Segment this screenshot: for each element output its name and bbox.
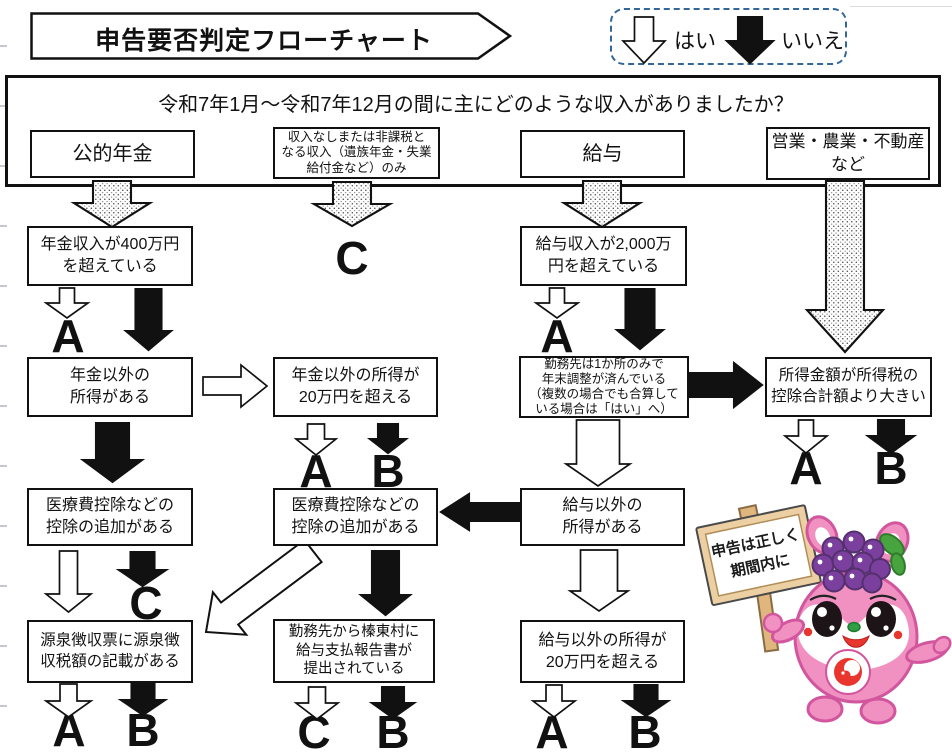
gridline [0, 525, 7, 527]
gridline [0, 705, 7, 707]
no-arrow [439, 492, 521, 532]
eyebrow-right [869, 594, 897, 601]
foot-right [859, 697, 897, 725]
node-income-over-deduction: 所得金額が所得税の 控除合計額より大きい [765, 357, 932, 417]
outcome-a: A [789, 442, 823, 494]
no-arrow [123, 287, 174, 352]
category-pension: 公的年金 [30, 130, 195, 178]
yes-arrow [567, 549, 631, 613]
gridline [0, 45, 7, 47]
outcome-a: A [535, 706, 569, 754]
node-salary-over-2000: 給与収入が2,000万 円を超えている [520, 226, 687, 286]
grapes [811, 530, 891, 594]
category-no-income: 収入なしまたは非課税と なる収入（遺族年金・失業 給付金など）のみ [273, 127, 440, 179]
outcome-a: A [299, 445, 333, 497]
node-pension-other-over-20: 年金以外の所得が 20万円を超える [273, 357, 438, 417]
gridline [0, 105, 7, 107]
outcome-b: B [376, 706, 410, 754]
no-arrow [688, 360, 764, 410]
mascot-eyes [812, 601, 896, 637]
page-title-banner: 申告要否判定フローチャート [30, 12, 513, 60]
no-arrow [79, 421, 146, 484]
node-one-workplace: 勤務先は1か所のみで 年末調整が済んでいる （複数の場合でも合算して いる場合は… [519, 356, 689, 418]
grape-leaves [879, 533, 906, 576]
mascot-mouth [842, 634, 870, 648]
no-arrow [358, 549, 413, 617]
node-payment-report: 勤務先から榛東村に 給与支払報告書が 提出されている [273, 619, 435, 683]
foot-left [806, 695, 844, 723]
eyebrow-left [809, 594, 837, 601]
mascot-nose [847, 621, 861, 633]
cheek-left [803, 627, 813, 637]
outcome-b: B [874, 442, 908, 494]
outcome-a: A [51, 310, 85, 362]
gridline [0, 345, 7, 347]
mascot-emblem [825, 649, 871, 695]
legend-no-label: いいえ [781, 30, 844, 53]
cheek-right [893, 630, 903, 640]
category-arrow [70, 179, 154, 229]
outcome-b: B [371, 445, 405, 497]
arm-left [770, 618, 806, 644]
node-salary-other-over-20: 給与以外の所得が 20万円を超える [520, 620, 685, 683]
hand-left [762, 612, 784, 634]
gridline [850, 6, 952, 7]
node-medical-deduction-salary: 医療費控除などの 控除の追加がある [273, 488, 438, 546]
category-business: 営業・農業・不動産 など [766, 127, 930, 180]
gridline [0, 585, 7, 587]
gridline [0, 165, 7, 167]
mascot-sign: 申告は正しく 期間内に [695, 504, 822, 606]
yes-arrow [43, 550, 94, 614]
gridline [0, 405, 7, 407]
outcome-b: B [628, 706, 662, 754]
hand-right [932, 635, 952, 655]
category-arrow [804, 179, 886, 354]
category-arrow [560, 179, 644, 229]
node-withholding-slip: 源泉徴収票に源泉徴 収税額の記載がある [27, 620, 193, 683]
outcome-c: C [129, 577, 163, 629]
gridline [0, 465, 7, 467]
legend-yes-label: はい [674, 30, 716, 53]
question-text: 令和7年1月～令和7年12月の間に主にどのような収入がありましたか？ [158, 94, 794, 116]
banner-shape [30, 12, 513, 60]
yes-arrow [563, 419, 633, 488]
gridline [0, 645, 7, 647]
outcome-b: B [126, 704, 160, 754]
grape-highlights [817, 536, 873, 581]
outcome-c: C [297, 706, 331, 754]
page-title: 申告要否判定フローチャート [95, 27, 433, 55]
outcome-a: A [52, 704, 86, 754]
category-salary: 給与 [520, 130, 685, 178]
category-arrow [310, 180, 394, 228]
node-salary-other-income: 給与以外の 所得がある [520, 488, 685, 546]
node-pension-other-income: 年金以外の 所得がある [27, 357, 193, 417]
gridline [0, 285, 7, 287]
node-medical-deduction-pension: 医療費控除などの 控除の追加がある [27, 488, 193, 546]
outcome-a: A [540, 310, 574, 362]
node-pension-over-400: 年金収入が400万円 を超えている [27, 226, 193, 286]
outcome-c: C [335, 232, 369, 284]
no-arrow [614, 287, 666, 351]
mascot: 申告は正しく 期間内に [695, 504, 952, 725]
yes-arrow [202, 363, 269, 409]
gridline [0, 225, 7, 227]
